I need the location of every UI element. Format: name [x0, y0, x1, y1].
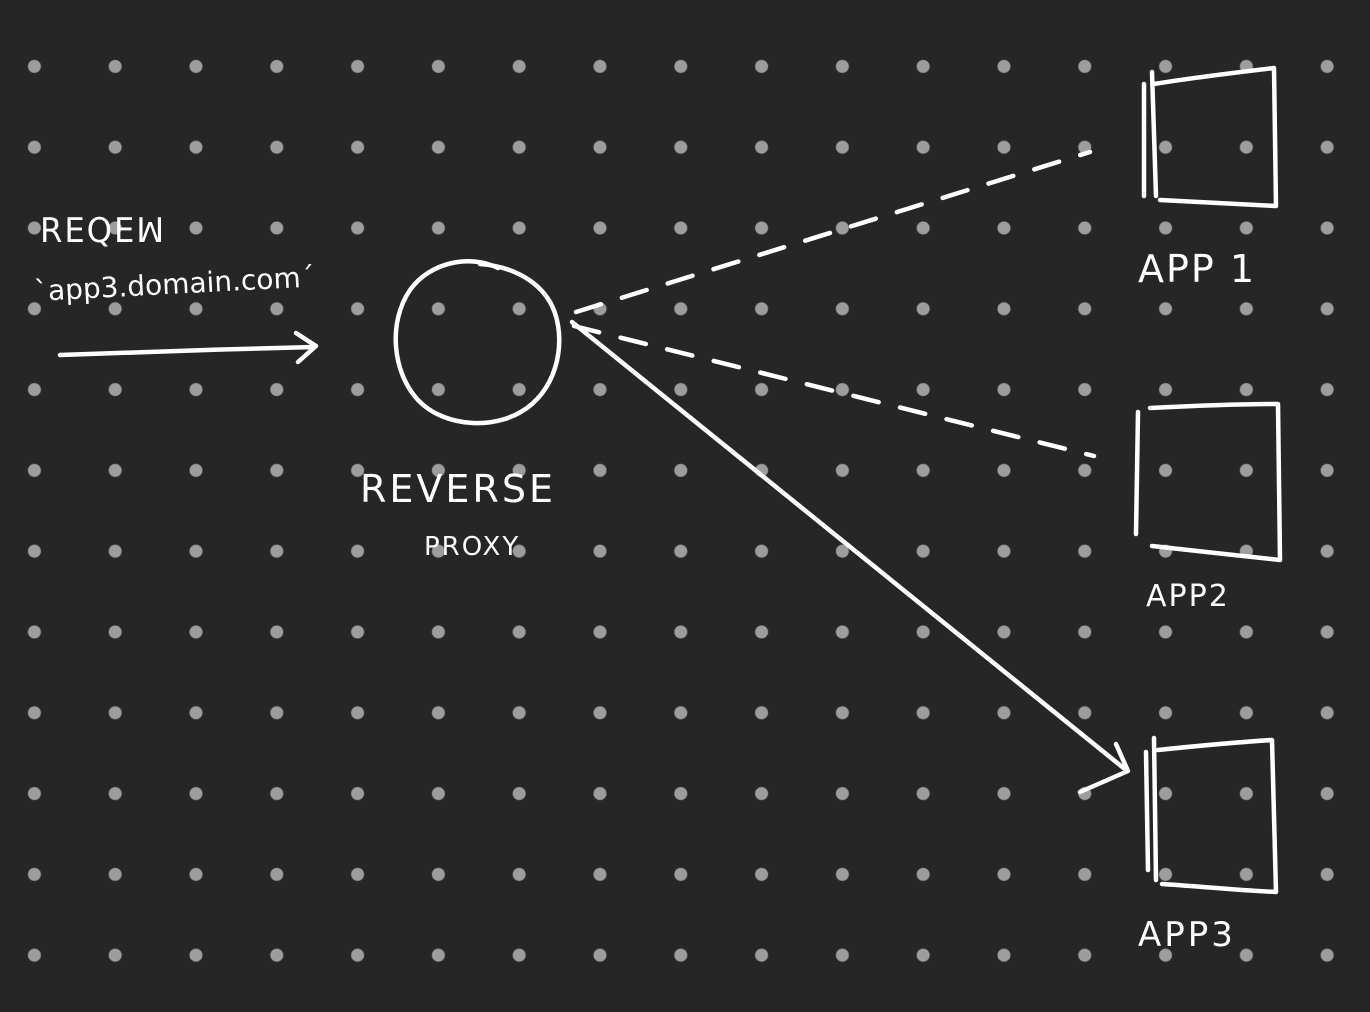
app3-label: APP3 — [1138, 915, 1236, 955]
connection-proxy-app2 — [571, 323, 1097, 459]
reverse-proxy-label: REVERSE — [360, 467, 556, 511]
reverse-proxy-sublabel: PROXY — [424, 532, 521, 562]
request-label: REQEꟽ — [40, 211, 167, 251]
connection-proxy-app1 — [573, 149, 1093, 315]
request-arrow — [57, 330, 319, 365]
app3-box[interactable] — [1143, 735, 1279, 895]
reverse-proxy-node[interactable] — [393, 259, 562, 426]
app2-label: APP2 — [1146, 579, 1230, 614]
app1-label: APP 1 — [1138, 247, 1257, 291]
app1-box[interactable] — [1141, 65, 1279, 209]
app2-box[interactable] — [1133, 401, 1283, 563]
connection-proxy-app3 — [569, 319, 1131, 795]
